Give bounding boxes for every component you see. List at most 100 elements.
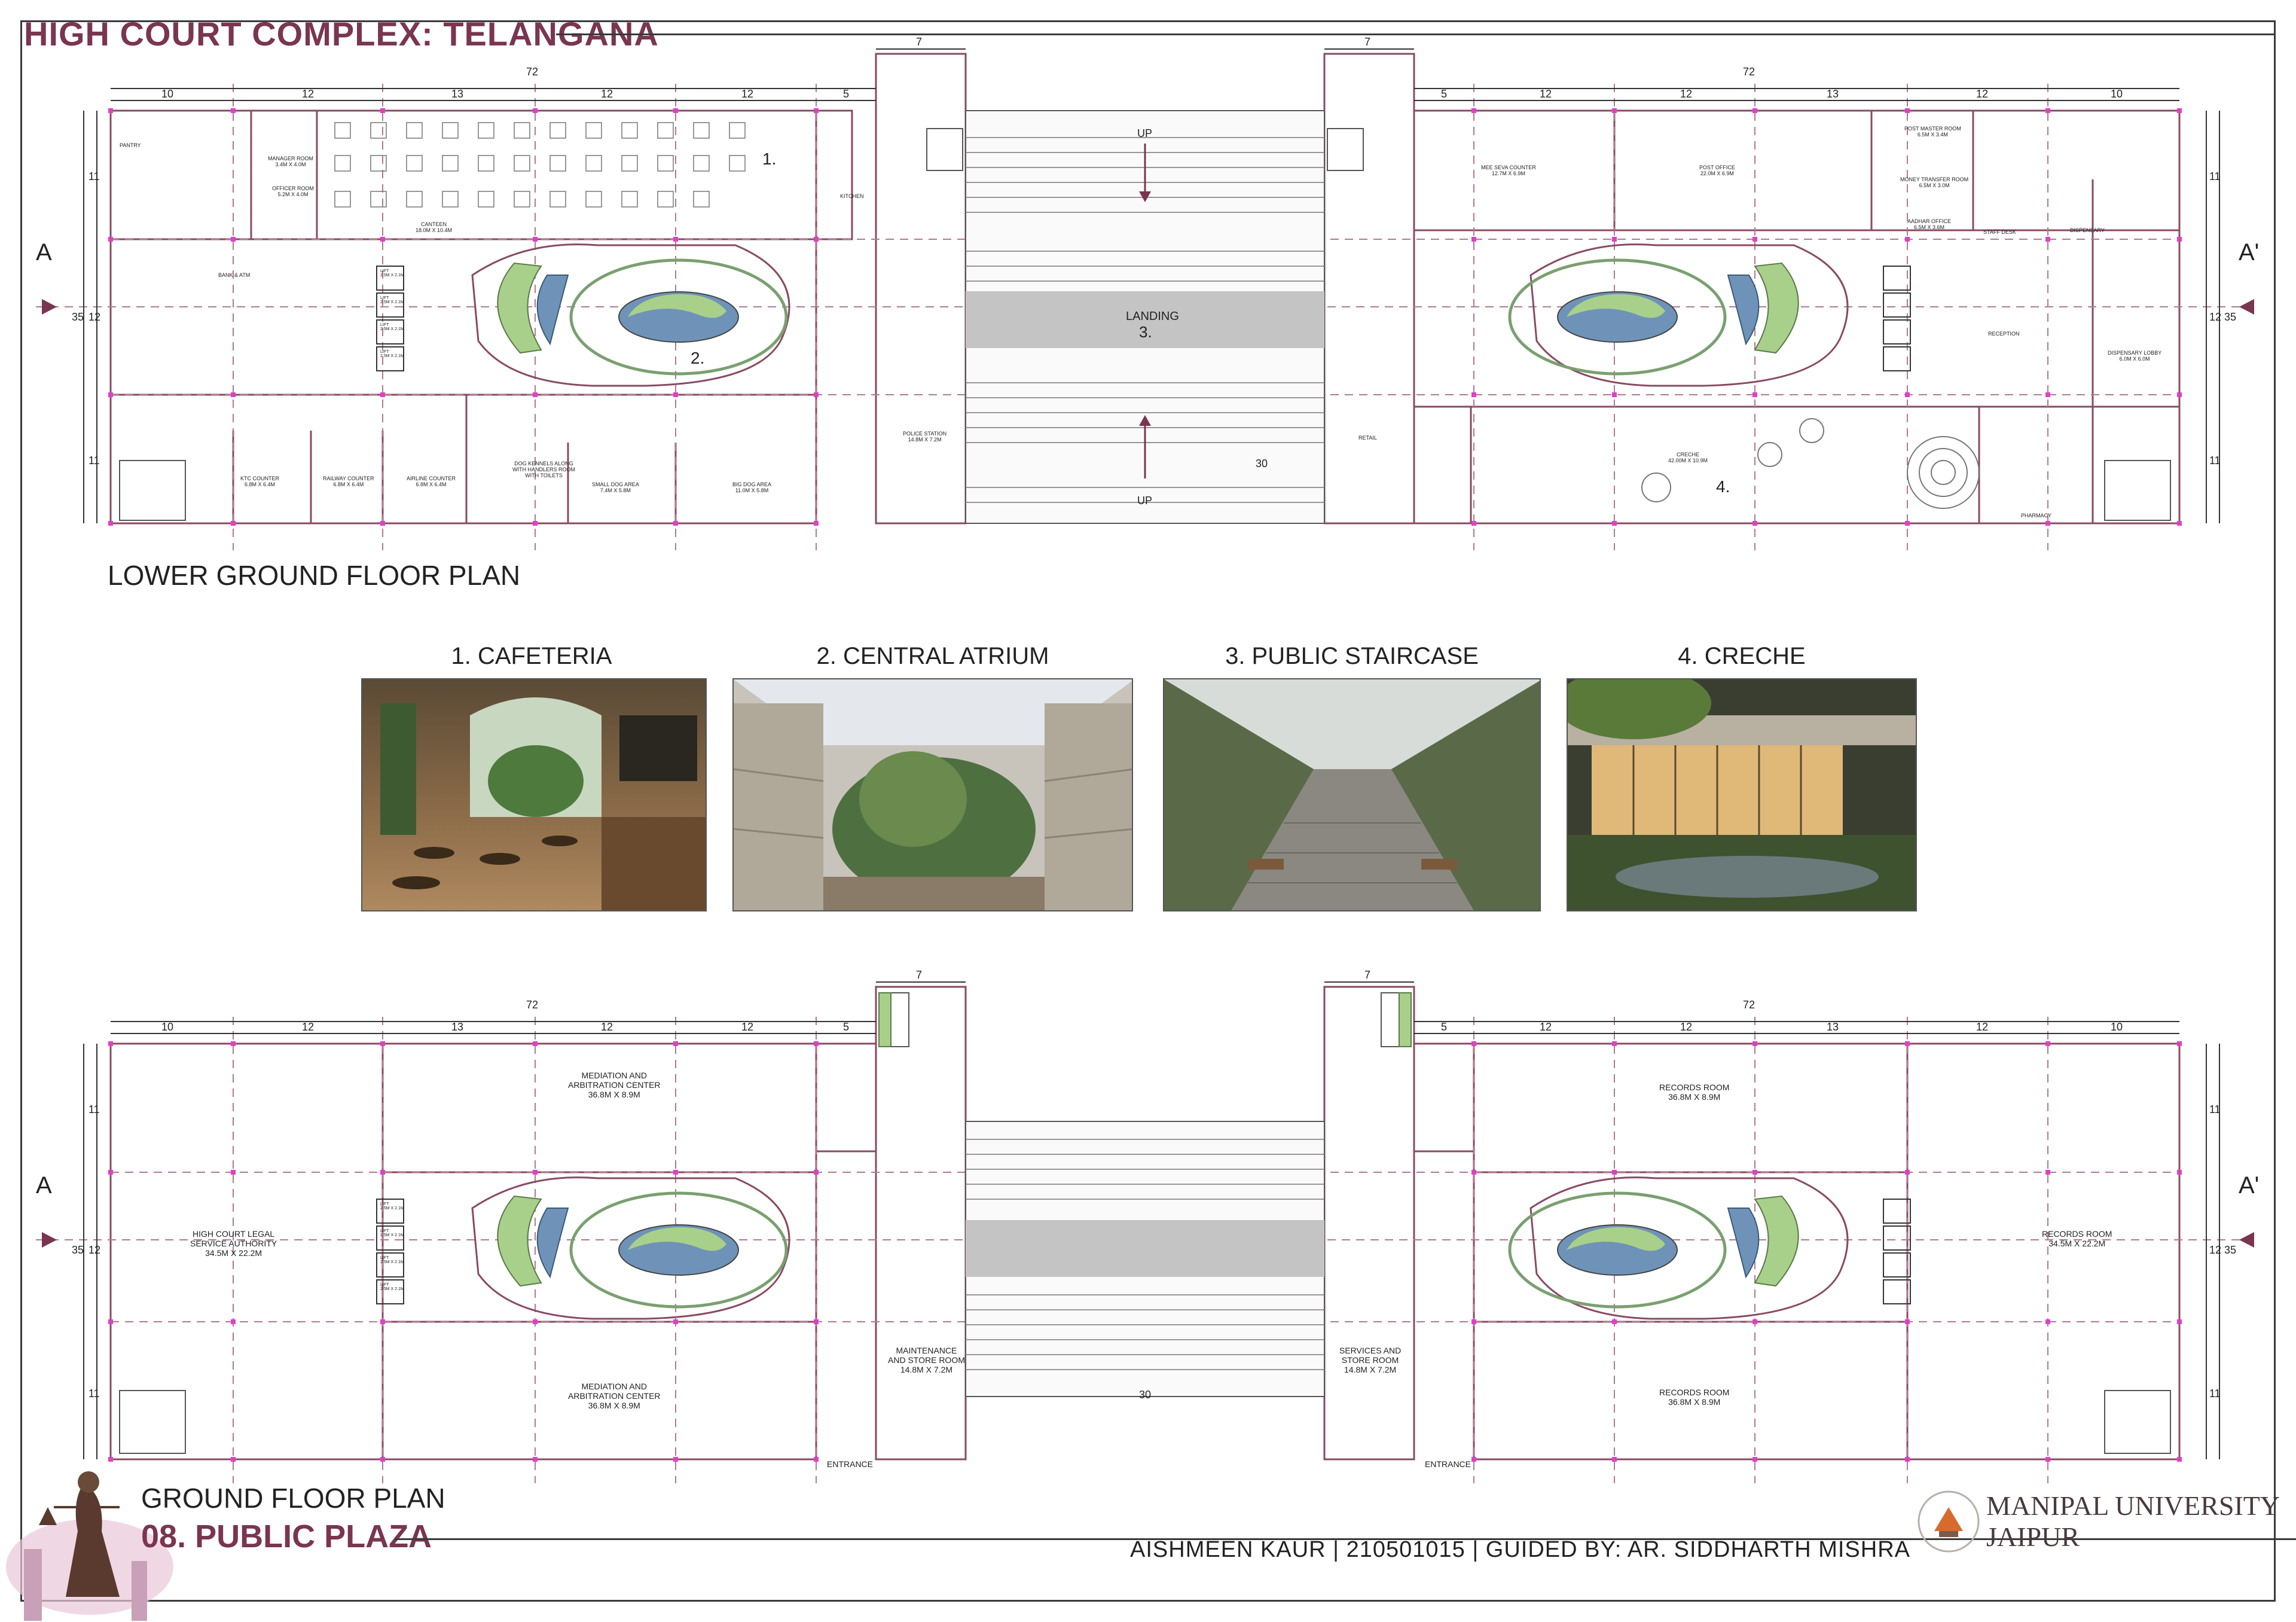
dim-depth-bay-2-ground: 12 — [88, 1244, 101, 1256]
room-officer: OFFICER ROOM 5.2M X 4.0M — [272, 185, 314, 197]
dim-bay-2-lower: 12 — [302, 88, 315, 100]
dim-bay-3-ground: 13 — [451, 1021, 464, 1033]
stair-up-bottom: UP — [1137, 495, 1153, 507]
section-marker-a-ground: A — [36, 1172, 52, 1199]
footer-rule — [395, 1538, 2296, 1540]
room-post-master: POST MASTER ROOM 6.5M X 3.4M — [1904, 126, 1961, 138]
dim-bridge-right-ground: 7 — [1364, 969, 1371, 981]
section-marker-a-prime-ground: A' — [2239, 1172, 2260, 1199]
university-name-line2: JAIPUR — [1986, 1522, 2080, 1552]
room-mee-seva: MEE SEVA COUNTER 12.7M X 6.9M — [1481, 164, 1536, 176]
room-mediation-top: MEDIATION AND ARBITRATION CENTER 36.8M X… — [568, 1071, 661, 1099]
dim-overall-right-ground: 72 — [1743, 999, 1755, 1011]
entrance-right: ENTRANCE — [1425, 1459, 1471, 1469]
dim-overall-left-lower: 72 — [526, 66, 539, 78]
room-kennels: DOG KENNELS ALONG WITH HANDLERS ROOM WIT… — [512, 461, 576, 478]
dim-depth-right-lower: 35 — [2224, 311, 2237, 323]
dim-bay-11-ground: 12 — [1976, 1021, 1989, 1033]
dim-bridge-left-lower: 7 — [916, 36, 923, 48]
dim-bay-6-lower: 5 — [843, 88, 850, 100]
section-marker-a-lower: A — [36, 239, 52, 266]
room-ktc: KTC COUNTER 6.8M X 6.4M — [240, 475, 279, 487]
ground-span-dim: 30 — [1139, 1389, 1152, 1401]
room-canteen: CANTEEN 18.0M X 10.4M — [416, 221, 453, 233]
photo-cafeteria — [361, 678, 707, 911]
header-rule — [556, 33, 2276, 35]
dim-bay-7-lower: 5 — [1441, 88, 1448, 100]
photo-public-staircase — [1163, 678, 1541, 911]
dim-bay-3-lower: 13 — [451, 88, 464, 100]
photo-title-atrium: 2. CENTRAL ATRIUM — [816, 643, 1049, 669]
room-post-office: POST OFFICE 22.0M X 6.9M — [1699, 164, 1735, 176]
stair-landing-label: LANDING — [1126, 310, 1179, 323]
room-records-right: RECORDS ROOM 34.5M X 22.2M — [2042, 1229, 2112, 1248]
atrium-right — [1508, 243, 1849, 387]
lower-ground-floor-plan — [36, 48, 2260, 550]
room-money-transfer: MONEY TRANSFER ROOM 6.5M X 3.0M — [1900, 176, 1969, 188]
room-records-bottom: RECORDS ROOM 36.8M X 8.9M — [1659, 1388, 1730, 1407]
lift-3-ground: LIFT 2.5M X 2.1M — [380, 1256, 404, 1264]
sheet-header-title: HIGH COURT COMPLEX: TELANGANA — [24, 15, 659, 53]
dim-bay-2-ground: 12 — [302, 1021, 315, 1033]
dim-overall-right-lower: 72 — [1743, 66, 1755, 78]
photo-title-staircase: 3. PUBLIC STAIRCASE — [1225, 643, 1479, 669]
dim-bay-4-ground: 12 — [601, 1021, 613, 1033]
university-name: MANIPAL UNIVERSITY JAIPUR — [1986, 1490, 2280, 1553]
dim-bay-1-ground: 10 — [161, 1021, 174, 1033]
photo-creche — [1567, 678, 1917, 911]
dim-bridge-right-lower: 7 — [1364, 36, 1371, 48]
stair-span-dim: 30 — [1256, 458, 1268, 469]
room-big-dog: BIG DOG AREA 11.0M X 5.8M — [732, 481, 772, 493]
room-kitchen: KITCHEN — [840, 193, 864, 199]
photo-central-atrium — [732, 678, 1133, 911]
room-dispensary: DISPENSARY — [2070, 227, 2105, 233]
dim-bay-8-ground: 12 — [1540, 1021, 1552, 1033]
sheet-border — [20, 20, 2276, 1602]
room-pharmacy: PHARMACY — [2021, 513, 2052, 519]
stair-up-top: UP — [1137, 127, 1153, 139]
dim-bay-1-lower: 10 — [161, 88, 174, 100]
marker-creche: 4. — [1716, 477, 1730, 496]
section-marker-a-prime-lower: A' — [2239, 239, 2260, 266]
dim-depth-bay-4-ground: 11 — [2209, 1103, 2221, 1115]
room-staff-desk: STAFF DESK — [1983, 229, 2016, 235]
dim-overall-left-ground: 72 — [526, 999, 539, 1011]
dim-depth-bay-1-ground: 11 — [88, 1103, 100, 1115]
dim-depth-left-lower: 35 — [72, 311, 84, 323]
room-police: POLICE STATION 14.8M X 7.2M — [903, 431, 947, 443]
ground-atrium-left — [471, 1176, 790, 1320]
room-aadhar: AADHAR OFFICE 6.5M X 3.6M — [1907, 218, 1952, 230]
dim-depth-bay-5-lower: 12 — [2209, 311, 2222, 323]
university-name-line1: MANIPAL UNIVERSITY — [1986, 1490, 2280, 1521]
ground-plan-label: GROUND FLOOR PLAN — [141, 1483, 445, 1514]
dim-bay-8-lower: 12 — [1540, 88, 1552, 100]
room-railway: RAILWAY COUNTER 6.8M X 6.4M — [323, 475, 374, 487]
dim-depth-bay-1-lower: 11 — [88, 170, 100, 182]
dim-depth-bay-2-lower: 12 — [88, 311, 101, 323]
room-bank: BANK & ATM — [218, 272, 251, 278]
room-maintenance: MAINTENANCE AND STORE ROOM 14.8M X 7.2M — [888, 1346, 965, 1374]
lift-4-ground: LIFT 2.5M X 2.1M — [380, 1283, 404, 1291]
room-manager: MANAGER ROOM 3.4M X 4.0M — [268, 156, 314, 167]
lower-plan-label: LOWER GROUND FLOOR PLAN — [108, 560, 521, 591]
lift-4-lower: LIFT 2.5M X 2.1M — [380, 350, 404, 358]
lift-3-lower: LIFT 2.5M X 2.1M — [380, 323, 404, 331]
marker-cafeteria: 1. — [762, 150, 777, 168]
dim-bay-11-lower: 12 — [1976, 88, 1989, 100]
room-airline: AIRLINE COUNTER 6.8M X 6.4M — [407, 475, 456, 487]
dim-depth-bay-3-ground: 11 — [88, 1388, 100, 1400]
dim-bay-4-lower: 12 — [601, 88, 613, 100]
ground-atrium-right — [1508, 1176, 1849, 1320]
room-legal-service: HIGH COURT LEGAL SERVICE AUTHORITY 34.5M… — [190, 1229, 277, 1258]
dim-depth-bay-5-ground: 12 — [2209, 1244, 2222, 1256]
dim-bay-9-ground: 12 — [1680, 1021, 1693, 1033]
dim-depth-bay-3-lower: 11 — [88, 455, 100, 467]
dim-bay-7-ground: 5 — [1441, 1021, 1448, 1033]
dim-bay-12-lower: 10 — [2111, 88, 2123, 100]
author-credits: AISHMEEN KAUR | 210501015 | GUIDED BY: A… — [1130, 1537, 1910, 1562]
room-reception: RECEPTION — [1988, 331, 2020, 337]
university-logo-icon — [1918, 1490, 1980, 1553]
dim-depth-bay-6-ground: 11 — [2209, 1388, 2221, 1400]
dim-depth-left-ground: 35 — [72, 1244, 84, 1256]
marker-atrium: 2. — [691, 349, 705, 367]
